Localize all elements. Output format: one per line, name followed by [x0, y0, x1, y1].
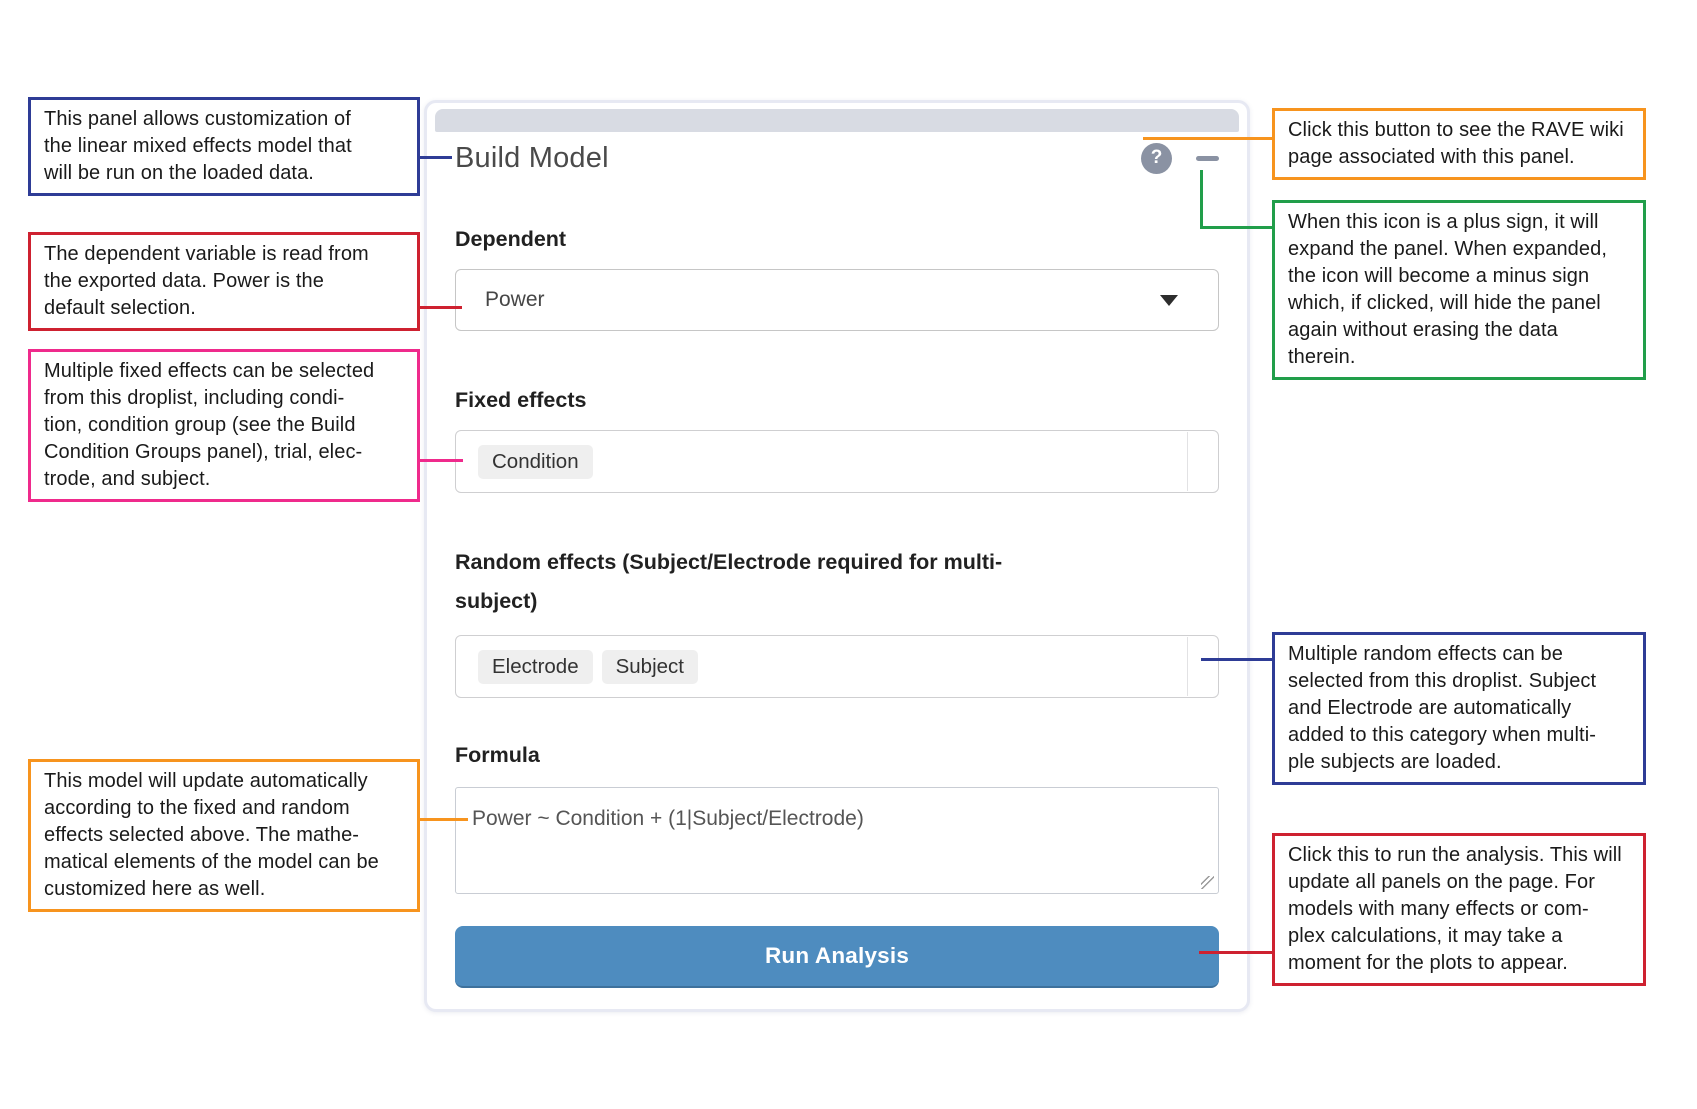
help-icon[interactable]: ?: [1141, 142, 1172, 174]
dependent-selected-value: Power: [485, 288, 545, 311]
random-effect-tag[interactable]: Subject: [601, 649, 698, 684]
panel-content: Build Model ? Dependent Power Fixed effe…: [427, 134, 1247, 988]
fixed-effects-input[interactable]: Condition: [455, 430, 1219, 493]
connector-help-button: [1143, 137, 1272, 140]
formula-textarea[interactable]: Power ~ Condition + (1|Subject/Electrode…: [455, 787, 1219, 894]
run-analysis-button[interactable]: Run Analysis: [455, 926, 1219, 988]
panel-title: Build Model: [455, 141, 609, 174]
connector-run-analysis: [1199, 951, 1272, 954]
connector-fixed-effects: [418, 459, 463, 462]
annotation-run-analysis: Click this to run the analysis. This wil…: [1272, 833, 1646, 986]
resize-handle-icon[interactable]: [1201, 876, 1214, 889]
formula-value: Power ~ Condition + (1|Subject/Electrode…: [472, 807, 864, 830]
connector-random-effects: [1201, 658, 1272, 661]
annotation-help-button: Click this button to see the RAVE wiki p…: [1272, 108, 1646, 180]
chevron-down-icon: [1160, 295, 1178, 306]
fixed-effects-label: Fixed effects: [455, 388, 587, 412]
annotation-formula: This model will update automatically acc…: [28, 759, 420, 912]
connector-collapse-vertical: [1200, 170, 1203, 229]
annotation-dependent: The dependent variable is read from the …: [28, 232, 420, 331]
panel-header: Build Model ?: [455, 134, 1219, 182]
panel-top-bar: [435, 109, 1239, 132]
random-effect-tag[interactable]: Electrode: [478, 649, 593, 684]
connector-panel-purpose: [418, 156, 452, 159]
random-effects-label: Random effects (Subject/Electrode requir…: [455, 550, 1003, 613]
collapse-minus-icon[interactable]: [1196, 155, 1219, 161]
connector-collapse-horizontal: [1200, 226, 1272, 229]
connector-dependent: [418, 306, 462, 309]
dependent-label: Dependent: [455, 227, 567, 251]
random-effects-input[interactable]: Electrode Subject: [455, 635, 1219, 698]
fixed-effect-tag[interactable]: Condition: [478, 444, 593, 479]
connector-formula: [418, 818, 468, 821]
annotation-collapse-icon: When this icon is a plus sign, it will e…: [1272, 200, 1646, 380]
dependent-select[interactable]: Power: [455, 269, 1219, 331]
annotation-random-effects: Multiple random effects can be selected …: [1272, 632, 1646, 785]
panel-header-icons: ?: [1141, 142, 1219, 174]
input-divider: [1187, 637, 1188, 696]
build-model-panel: Build Model ? Dependent Power Fixed effe…: [424, 100, 1250, 1012]
annotation-fixed-effects: Multiple fixed effects can be selected f…: [28, 349, 420, 502]
input-divider: [1187, 432, 1188, 491]
annotation-panel-purpose: This panel allows customization of the l…: [28, 97, 420, 196]
formula-label: Formula: [455, 743, 540, 767]
